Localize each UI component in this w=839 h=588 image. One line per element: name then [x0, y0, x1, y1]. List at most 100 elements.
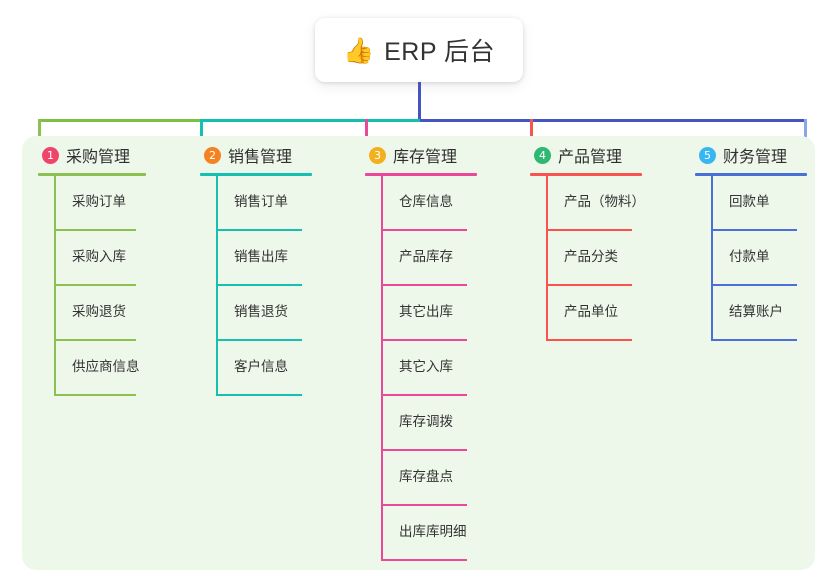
leaf-item[interactable]: 出库库明细 — [365, 506, 477, 561]
leaf-item-rule — [381, 339, 467, 341]
branch-spine-1 — [54, 176, 56, 396]
branch-column-5[interactable]: 5 财务管理回款单付款单结算账户 — [695, 142, 807, 341]
leaf-item-label: 库存调拨 — [399, 414, 453, 429]
leaf-item-label: 其它入库 — [399, 359, 453, 374]
leaf-item[interactable]: 产品库存 — [365, 231, 477, 286]
leaf-item[interactable]: 其它入库 — [365, 341, 477, 396]
branch-title-4: 产品管理 — [558, 149, 623, 166]
leaf-item-label: 出库库明细 — [399, 524, 467, 539]
branch-header-4[interactable]: 4 产品管理 — [530, 142, 642, 168]
thumbs-up-icon: 👍 — [342, 35, 375, 65]
leaf-item-label: 销售退货 — [234, 304, 288, 319]
leaf-item[interactable]: 采购退货 — [38, 286, 146, 341]
root-node-content: 👍 ERP 后台 — [343, 32, 495, 68]
leaf-item-rule — [381, 504, 467, 506]
leaf-item[interactable]: 仓库信息 — [365, 176, 477, 231]
branch-title-5: 财务管理 — [723, 149, 788, 166]
branch-column-4[interactable]: 4 产品管理产品（物料） 产品分类产品单位 — [530, 142, 645, 341]
branch-badge-5: 5 — [699, 146, 716, 164]
branch-header-2[interactable]: 2 销售管理 — [200, 142, 312, 168]
branch-item-list-2: 销售订单销售出库销售退货客户信息 — [200, 176, 312, 396]
leaf-item-label: 付款单 — [729, 249, 770, 264]
bar-segment-green — [40, 119, 202, 122]
branch-header-rule-4 — [530, 173, 642, 176]
leaf-item-label: 销售出库 — [234, 249, 288, 264]
branch-header-5[interactable]: 5 财务管理 — [695, 142, 807, 168]
leaf-item-rule — [381, 394, 467, 396]
leaf-item-label: 产品（物料） — [564, 194, 645, 209]
leaf-item[interactable]: 产品分类 — [530, 231, 642, 286]
branch-item-list-1: 采购订单采购入库采购退货供应商信息 — [38, 176, 146, 396]
branch-header-rule-3 — [365, 173, 477, 176]
leaf-item-rule — [216, 284, 302, 286]
leaf-item[interactable]: 采购入库 — [38, 231, 146, 286]
leaf-item-label: 采购入库 — [72, 249, 126, 264]
root-stem-line — [418, 82, 421, 122]
branch-badge-4: 4 — [534, 146, 551, 164]
branch-badge-3: 3 — [369, 146, 386, 164]
leaf-item-label: 销售订单 — [234, 194, 288, 209]
leaf-item[interactable]: 销售退货 — [200, 286, 312, 341]
branch-badge-2: 2 — [204, 146, 221, 164]
leaf-item-rule — [54, 394, 136, 396]
leaf-item[interactable]: 采购订单 — [38, 176, 146, 231]
leaf-item-rule — [216, 339, 302, 341]
leaf-item[interactable]: 库存盘点 — [365, 451, 477, 506]
branch-column-2[interactable]: 2 销售管理销售订单销售出库销售退货客户信息 — [200, 142, 312, 396]
leaf-item-label: 结算账户 — [729, 304, 783, 319]
leaf-item-label: 采购退货 — [72, 304, 126, 319]
leaf-item[interactable]: 其它出库 — [365, 286, 477, 341]
leaf-item-label: 其它出库 — [399, 304, 453, 319]
branch-spine-5 — [711, 176, 713, 341]
bar-segment-teal — [202, 119, 420, 122]
leaf-item-label: 产品库存 — [399, 249, 453, 264]
leaf-item[interactable]: 客户信息 — [200, 341, 312, 396]
leaf-item-label: 客户信息 — [234, 359, 288, 374]
branch-title-2: 销售管理 — [228, 149, 293, 166]
leaf-item-rule — [546, 229, 632, 231]
leaf-item[interactable]: 产品（物料） — [530, 176, 645, 231]
branch-header-rule-1 — [38, 173, 146, 176]
branch-item-list-3: 仓库信息产品库存其它出库其它入库库存调拨库存盘点出库库明细 — [365, 176, 477, 561]
branch-badge-1: 1 — [42, 146, 59, 164]
leaf-item[interactable]: 销售出库 — [200, 231, 312, 286]
leaf-item-rule — [216, 229, 302, 231]
leaf-item-rule — [711, 339, 797, 341]
branch-header-rule-5 — [695, 173, 807, 176]
branch-spine-2 — [216, 176, 218, 396]
leaf-item-label: 回款单 — [729, 194, 770, 209]
leaf-item-label: 供应商信息 — [72, 359, 140, 374]
leaf-item-rule — [546, 284, 632, 286]
branch-item-list-5: 回款单付款单结算账户 — [695, 176, 807, 341]
leaf-item-rule — [54, 284, 136, 286]
branch-header-1[interactable]: 1 采购管理 — [38, 142, 146, 168]
branch-spine-3 — [381, 176, 383, 561]
leaf-item-label: 库存盘点 — [399, 469, 453, 484]
leaf-item-rule — [711, 284, 797, 286]
leaf-item[interactable]: 付款单 — [695, 231, 807, 286]
leaf-item-rule — [381, 284, 467, 286]
leaf-item-rule — [54, 339, 136, 341]
leaf-item-rule — [381, 229, 467, 231]
leaf-item[interactable]: 销售订单 — [200, 176, 312, 231]
leaf-item-rule — [381, 559, 467, 561]
leaf-item[interactable]: 回款单 — [695, 176, 807, 231]
root-node-erp-backend[interactable]: 👍 ERP 后台 — [315, 18, 523, 82]
leaf-item-rule — [216, 394, 302, 396]
root-node-title: ERP 后台 — [384, 38, 496, 66]
leaf-item-rule — [711, 229, 797, 231]
leaf-item-label: 采购订单 — [72, 194, 126, 209]
leaf-item[interactable]: 结算账户 — [695, 286, 807, 341]
branch-item-list-4: 产品（物料） 产品分类产品单位 — [530, 176, 645, 341]
branch-column-1[interactable]: 1 采购管理采购订单采购入库采购退货供应商信息 — [38, 142, 146, 396]
leaf-item[interactable]: 产品单位 — [530, 286, 642, 341]
leaf-item-label: 产品单位 — [564, 304, 618, 319]
leaf-item-label: 产品分类 — [564, 249, 618, 264]
leaf-item[interactable]: 供应商信息 — [38, 341, 146, 396]
leaf-item[interactable]: 库存调拨 — [365, 396, 477, 451]
bar-segment-indigo — [420, 119, 805, 122]
branch-title-1: 采购管理 — [66, 149, 131, 166]
